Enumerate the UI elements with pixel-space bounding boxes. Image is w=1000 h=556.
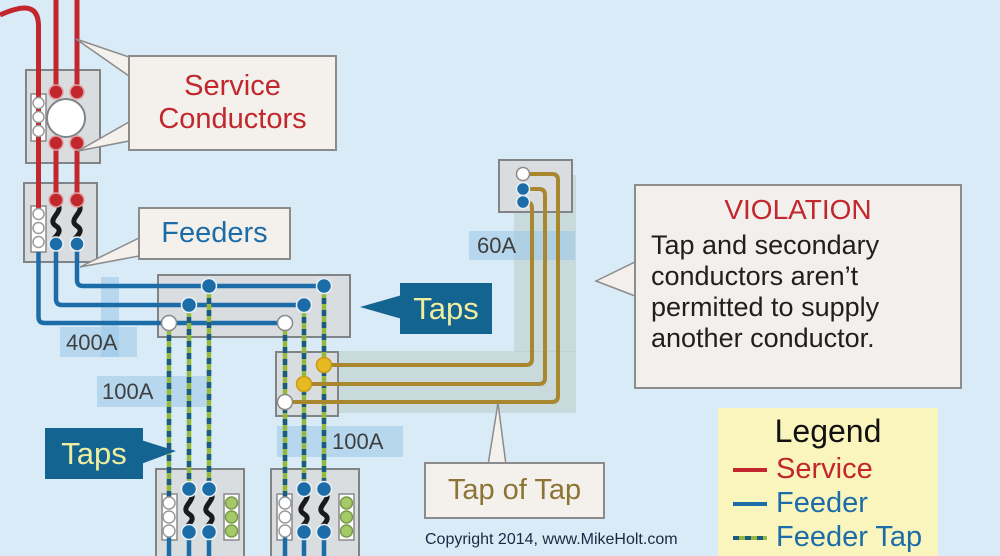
violation-line: conductors aren’t (651, 261, 859, 291)
violation-line: another conductor. (651, 323, 875, 353)
feeder-terminal-dots (48, 181, 531, 541)
service-conductor-wires (0, 0, 80, 210)
service-conductors-label-line1: Service (184, 70, 281, 102)
legend-row-feeder-tap: Feeder Tap (733, 521, 938, 553)
feeder-tap-wires (166, 286, 327, 502)
meter-dial (46, 98, 86, 138)
feeder-400a-label-band (60, 327, 137, 357)
violation-title: VIOLATION (724, 194, 872, 225)
feeder-wires (36, 246, 327, 556)
sixty-amp-enclosure (498, 159, 573, 213)
legend-service-label: Service (776, 453, 873, 485)
tap-of-tap-wire-neutral (285, 172, 560, 404)
taps-lower-pointer (141, 440, 176, 464)
feeder-neutral-wire (36, 252, 285, 326)
feeder-tap-line-swatch (733, 535, 767, 540)
violation-callout: VIOLATION Tap and secondary conductors a… (634, 184, 962, 389)
service-terminal-dots (48, 84, 85, 208)
legend: Legend Service Feeder Feeder Tap (718, 408, 938, 556)
feeder-line-swatch (733, 501, 767, 506)
service-conductors-callout: Service Conductors (128, 55, 337, 151)
tap-right-wires-dash (282, 286, 327, 502)
violation-body: Tap and secondary conductors aren’t perm… (651, 230, 960, 354)
legend-feeder-tap-label: Feeder Tap (776, 521, 923, 553)
rating-100a-right-label: 100A (332, 429, 384, 454)
violation-line: Tap and secondary (651, 230, 880, 260)
tap-of-tap-terminal-dots (295, 356, 333, 393)
tap-of-tap-label: Tap of Tap (447, 474, 582, 506)
feeder-wire-b (53, 246, 304, 308)
tap-of-tap-callout: Tap of Tap (424, 462, 605, 519)
tap-left-wires-dash (166, 286, 212, 502)
legend-row-service: Service (733, 453, 938, 485)
legend-feeder-label: Feeder (776, 487, 868, 519)
neutral-terminal-dots (160, 166, 531, 411)
legend-row-feeder: Feeder (733, 487, 938, 519)
taps-lower-callout: Taps (45, 428, 143, 479)
violation-pointer (594, 260, 636, 298)
rating-400a-label: 400A (66, 330, 118, 355)
tap-of-tap-wire-b (304, 187, 547, 386)
taps-lower-label: Taps (61, 435, 127, 471)
feeder-wire-a (74, 246, 324, 289)
service-line-swatch (733, 467, 767, 472)
feeders-label: Feeders (161, 217, 268, 249)
rating-100a-left-label: 100A (102, 379, 154, 404)
tap-left-100a-label-band (97, 376, 211, 407)
tap-right-100a-label-band (277, 426, 403, 457)
violation-line: permitted to supply (651, 292, 880, 322)
service-conductors-label-line2: Conductors (158, 103, 307, 135)
taps-upper-pointer (360, 295, 402, 319)
feeders-callout: Feeders (138, 207, 291, 260)
rating-60a-label: 60A (477, 233, 517, 258)
legend-title: Legend (774, 413, 882, 449)
taps-upper-callout: Taps (400, 283, 492, 334)
ground-strip-screws (224, 496, 354, 538)
tap-of-tap-pointer (487, 402, 507, 466)
service-drop-wire (0, 5, 41, 210)
strip-screws (32, 96, 292, 538)
copyright-text: Copyright 2014, www.MikeHolt.com (425, 531, 678, 548)
taps-upper-label: Taps (413, 290, 479, 326)
